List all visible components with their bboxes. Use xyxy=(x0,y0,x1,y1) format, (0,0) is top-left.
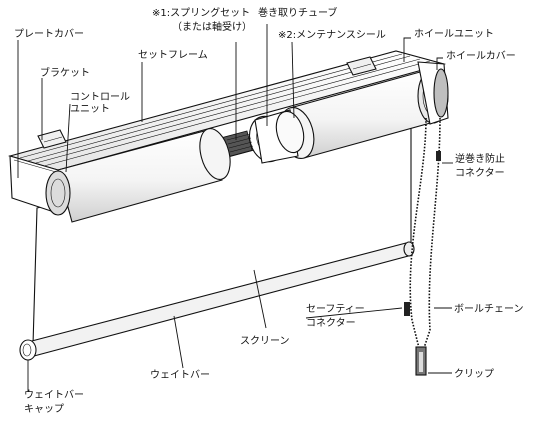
ball-chain xyxy=(409,117,441,349)
label-control-unit-2: ユニット xyxy=(70,104,110,115)
label-spring-set-2: （または軸受け） xyxy=(172,20,252,33)
label-clip: クリップ xyxy=(454,368,494,380)
label-bracket: ブラケット xyxy=(40,66,90,79)
label-ball-chain: ボールチェーン xyxy=(454,303,524,315)
control-unit xyxy=(45,170,71,216)
winding-tube-left xyxy=(57,128,231,223)
label-weight-bar-cap-2: キャップ xyxy=(24,403,64,415)
label-set-frame: セットフレーム xyxy=(138,49,208,61)
label-maintenance-seal: ※2:メンテナンスシール xyxy=(278,29,386,41)
label-spring-set-1: ※1:スプリングセット xyxy=(152,6,250,19)
label-weight-bar-cap-1: ウェイトバー xyxy=(24,389,84,401)
wheel-cover xyxy=(417,61,449,125)
weight-bar-cap xyxy=(19,339,37,361)
label-control-unit-1: コントロール xyxy=(70,92,130,103)
label-plate-cover: プレートカバー xyxy=(14,28,84,40)
bracket-left xyxy=(37,129,67,149)
safety-connector xyxy=(404,302,410,316)
label-reverse-stop-1: 逆巻き防止 xyxy=(455,152,505,165)
label-winding-tube: 巻き取りチューブ xyxy=(258,6,337,19)
bracket-right xyxy=(346,56,377,76)
label-wheel-unit: ホイールユニット xyxy=(414,28,494,40)
leader-lines xyxy=(17,24,453,392)
reverse-stop-connector xyxy=(436,151,441,161)
label-weight-bar: ウェイトバー xyxy=(150,369,210,381)
label-safety-connector-2: コネクター xyxy=(306,317,356,329)
label-wheel-cover: ホイールカバー xyxy=(446,50,516,62)
label-safety-connector-1: セーフティー xyxy=(306,303,365,315)
clip xyxy=(415,346,427,376)
label-reverse-stop-2: コネクター xyxy=(455,167,505,179)
label-screen: スクリーン xyxy=(240,335,290,347)
winding-tube-open-end xyxy=(248,109,305,164)
labels: プレートカバー ブラケット コントロール ユニット セットフレーム ※1:スプリ… xyxy=(14,6,524,415)
